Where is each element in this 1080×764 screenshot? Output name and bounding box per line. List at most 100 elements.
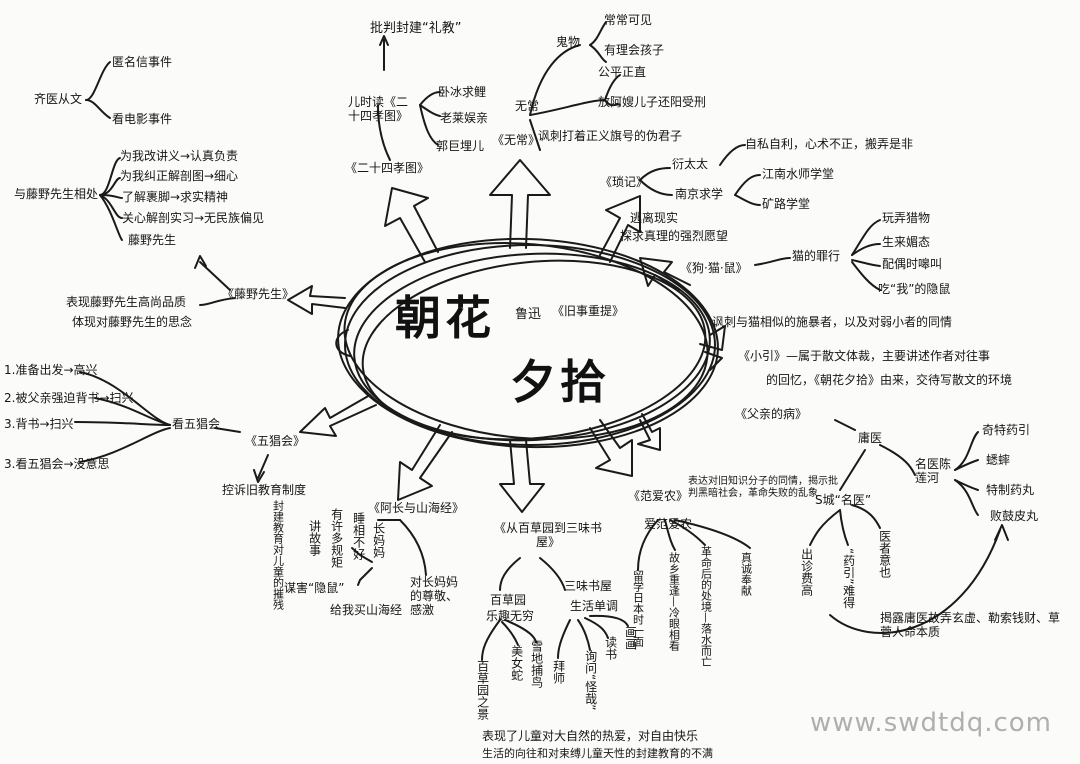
arrow-wuchang-hui <box>299 394 377 437</box>
title-line2: 夕拾 <box>510 355 610 409</box>
wuchang-item2-sub-0: 公平正直 <box>598 65 647 79</box>
fanainong-left: 爱范爱农 <box>644 517 693 531</box>
wuchang-item1-sub-0: 常常可见 <box>604 13 653 27</box>
cong-bottom2: 生活的向往和对束缚儿童天性的封建教育的不满 <box>482 747 713 760</box>
wuchang-hui-name: 《五猖会》 <box>245 434 306 448</box>
achang-v2: 有许多规矩 <box>329 508 344 568</box>
gou-item-1: 生来媚态 <box>882 235 931 249</box>
fanainong-v3: 革命后的处境—落水而亡 <box>699 546 713 667</box>
suoji-name: 《琐记》 <box>600 175 649 189</box>
tengye-note1: 表现藤野先生高尚品质 <box>66 295 187 309</box>
tengye-note2: 体现对藤野先生的思念 <box>72 315 193 329</box>
wuchang-item2: 无常 <box>515 99 540 113</box>
qizhi-a: 匿名信事件 <box>112 55 173 69</box>
tengye-item-2: 了解裹脚→求实精神 <box>122 190 229 204</box>
fuqin-s: S城“名医” <box>815 493 872 507</box>
wuchang-hui-item-0: 1.准备出发→高兴 <box>4 363 98 377</box>
fuqin-doctor: 庸医 <box>858 431 883 445</box>
wuchang-item2-sub-1: 放阿嫂儿子还阳受刑 <box>598 95 707 109</box>
suoji-note2: 探求真理的强烈愿望 <box>620 229 729 243</box>
cong-l3: 雪地捕鸟 <box>529 640 544 688</box>
qizhi-name: 齐医从文 <box>34 92 83 106</box>
ershisi-item-1: 老莱娱亲 <box>440 111 489 125</box>
fuqin-v3: 医者意也 <box>877 530 892 578</box>
suoji-p2-b: 矿路学堂 <box>762 197 811 211</box>
achang-v1: 长妈妈 <box>371 522 386 558</box>
cong-right: 三味书屋 <box>564 579 613 593</box>
tengye-item-3: 关心解剖实习→无民族偏见 <box>122 211 265 225</box>
wuchang-note: 讽刺打着正义旗号的伪君子 <box>538 129 683 143</box>
tengye-item-0: 为我改讲义→认真负责 <box>120 149 239 163</box>
achang-v6: 给我买山海经 <box>330 603 403 617</box>
fuqin-v2: “药引”难得 <box>841 548 856 609</box>
cong-r1: 拜师 <box>551 660 566 684</box>
arrow-xiaoyin <box>699 325 726 351</box>
tengye-name: 《藤野先生》 <box>222 287 295 301</box>
suoji-p2-a: 江南水师学堂 <box>762 167 835 181</box>
arrow-ershisi <box>384 187 439 263</box>
achang-name: 《阿长与山海经》 <box>368 501 465 515</box>
arrow-fuqin <box>637 413 661 451</box>
tengye-teacher: 与藤野先生相处 <box>14 187 99 201</box>
wuchang-hui-item-3: 3.看五猖会→没意思 <box>4 457 110 471</box>
tengye-who: 藤野先生 <box>128 233 177 247</box>
suoji-p1-sub: 自私自利，心术不正，搬弄是非 <box>745 137 914 151</box>
fuqin-item-0: 奇特药引 <box>982 423 1031 437</box>
fanainong-v1: 留学日本时一面 <box>631 570 645 647</box>
achang-v3: 睡相不好 <box>351 512 366 560</box>
fuqin-name: 《父亲的病》 <box>735 407 808 421</box>
arrow-cong <box>499 439 545 513</box>
qizhi-b: 看电影事件 <box>112 112 173 126</box>
cong-l1: 百草园之景 <box>475 660 490 720</box>
cong-r4: 画画 <box>623 626 638 650</box>
cong-left: 百草园 <box>490 593 527 607</box>
fuqin-item-3: 败鼓皮丸 <box>990 509 1039 523</box>
cong-name: 《从百草园到三味书屋》 <box>493 521 602 549</box>
gou-item-3: 吃“我”的隐鼠 <box>878 282 951 296</box>
gou-note: 讽刺与猫相似的施暴者，以及对弱小者的同情 <box>712 315 953 329</box>
arrow-fanainong <box>589 419 633 477</box>
fuqin-item-1: 蟋蟀 <box>986 453 1011 467</box>
arrow-achang <box>397 424 453 501</box>
ershisi-item-0: 卧冰求鲤 <box>438 85 487 99</box>
wuchang-item1: 鬼物 <box>556 35 581 49</box>
cong-r3: 读书 <box>603 636 618 660</box>
ershisi-item-2: 郭巨埋儿 <box>436 139 485 153</box>
fuqin-v1: 出诊费高 <box>799 548 814 596</box>
arrow-tengye <box>287 285 346 315</box>
wuchang-name: 《无常》 <box>492 133 541 147</box>
gou-item-2: 配偶时嗥叫 <box>882 257 943 271</box>
arrow-gou <box>639 257 691 291</box>
gou-name: 《狗·猫·鼠》 <box>680 261 748 275</box>
xiaoyin-note1: —属于散文体裁，主要讲述作者对往事 <box>786 349 991 363</box>
xiaoyin-note2: 的回忆，《朝花夕拾》由来，交待写散文的环境 <box>766 373 1013 387</box>
arrow-wuchang <box>489 159 551 249</box>
watermark: www.swdtdq.com <box>810 708 1052 738</box>
cong-r2: 询问“怪哉” <box>583 650 598 711</box>
gou-cat: 猫的罪行 <box>792 249 841 263</box>
fanainong-name: 《范爱农》 <box>628 489 689 503</box>
fuqin-item-2: 特制药丸 <box>986 483 1035 497</box>
xiaoyin-name: 《小引》 <box>738 349 787 363</box>
ershisi-name: 《二十四孝图》 <box>345 161 430 175</box>
wuchang-top-note: 批判封建“礼教” <box>370 21 462 36</box>
achang-v4: 讲故事 <box>307 520 322 556</box>
fanainong-v2: 故乡重逢—冷眼相看 <box>667 552 681 651</box>
fanainong-v4: 真诚奉献 <box>739 552 753 596</box>
title-line1: 朝花 <box>395 291 495 345</box>
title-alt-name: 《旧事重提》 <box>552 304 625 318</box>
fuqin-note: 揭露庸医故弄玄虚、勒索钱财、草菅人命本质 <box>880 611 1061 639</box>
title-author: 鲁迅 <box>515 307 542 322</box>
wuchang-item1-sub-1: 有理会孩子 <box>604 43 665 57</box>
fanainong-top: 表达对旧知识分子的同情，揭示批判黑暗社会，革命失败的乱象 <box>688 476 838 499</box>
suoji-note1: 逃离现实 <box>630 211 679 225</box>
achang-v5: 谋害“隐鼠” <box>284 581 345 595</box>
gou-item-0: 玩弄猎物 <box>882 211 931 225</box>
suoji-p2: 南京求学 <box>675 187 724 201</box>
tengye-item-1: 为我纠正解剖图→细心 <box>120 169 239 183</box>
ershisi-left: 儿时读《二十四孝图》 <box>348 95 409 123</box>
wuchang-hui-item-2: 3.背书→扫兴 <box>4 417 74 431</box>
arrow-suoji <box>599 195 641 263</box>
cong-right-sub: 生活单调 <box>570 599 619 613</box>
cong-left-sub: 乐趣无穷 <box>486 609 535 623</box>
